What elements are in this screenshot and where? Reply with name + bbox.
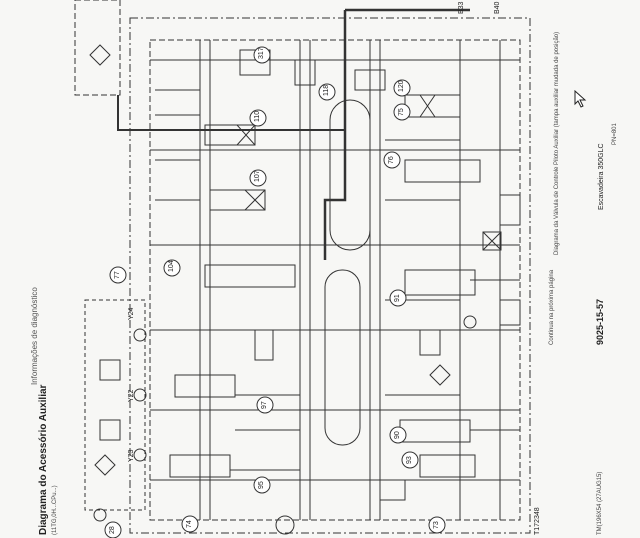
- callout-97: 97: [261, 401, 268, 409]
- callout-90: 90: [394, 431, 401, 439]
- callout-28: 28: [109, 526, 116, 534]
- continued-note: Continua na próxima página: [549, 269, 555, 345]
- diagram-title: Diagrama do Acessório Auxiliar: [38, 384, 49, 535]
- page-number: 9025-15-57: [595, 298, 605, 345]
- page-ref: PN=801: [612, 123, 618, 145]
- diagram-caption: Diagrama da Válvula de Controle Piloto A…: [554, 31, 560, 255]
- label-y23: Y23: [128, 449, 135, 462]
- callout-93: 93: [406, 456, 413, 464]
- callout-95: 95: [258, 481, 265, 489]
- callout-76: 76: [388, 156, 395, 164]
- callout-120: 120: [398, 80, 405, 92]
- mouse-cursor-icon: [574, 90, 587, 108]
- callout-110: 110: [254, 110, 261, 122]
- doc-code: TM(196X54 (27AUG15): [597, 471, 603, 535]
- callout-317: 317: [258, 47, 265, 59]
- label-b33: B33: [458, 1, 465, 14]
- callout-104: 104: [168, 260, 175, 272]
- callout-118: 118: [323, 84, 330, 96]
- callout-75: 75: [398, 108, 405, 116]
- figure-id: T172348: [534, 507, 541, 535]
- machine-model: Escavadeira 350GLC: [598, 143, 605, 210]
- callout-77: 77: [114, 271, 121, 279]
- callout-73: 73: [433, 521, 440, 529]
- label-y22: Y22: [128, 389, 135, 402]
- section-header: Informações de diagnóstico: [30, 287, 39, 385]
- callout-74: 74: [186, 520, 193, 528]
- label-y24: Y24: [128, 307, 135, 320]
- diagram-subtitle: (11TG,0H...CPu...): [52, 485, 58, 535]
- callout-91: 91: [394, 294, 401, 302]
- callout-107: 107: [254, 170, 261, 182]
- label-b40: B40: [494, 1, 501, 14]
